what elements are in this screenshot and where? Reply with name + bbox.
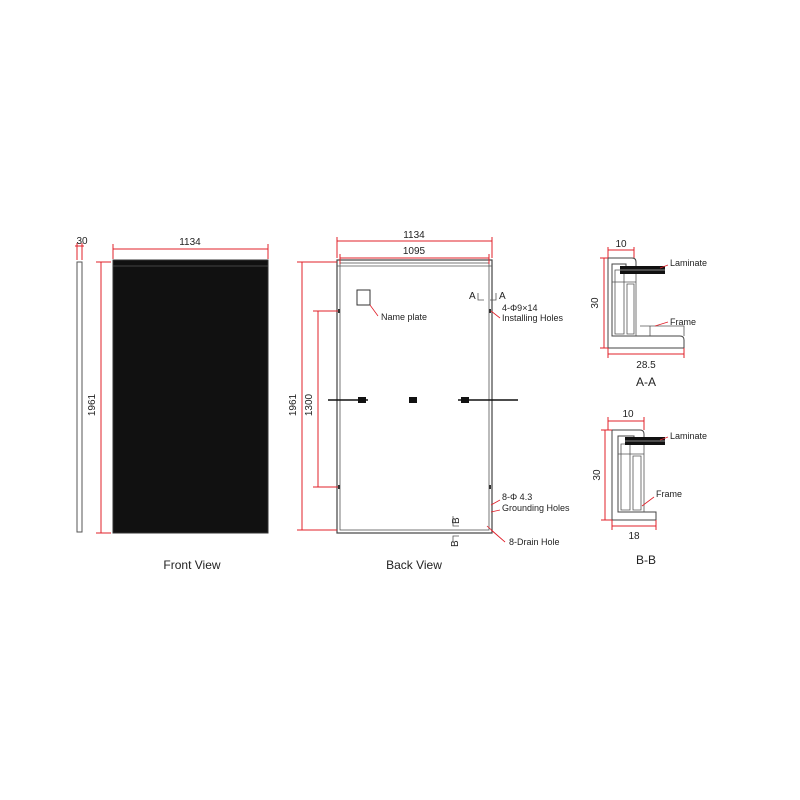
bb-dim-bottom: 18 <box>628 531 640 542</box>
aa-frame-profile <box>607 257 685 349</box>
dim-mount-spacing: 1300 <box>304 393 315 416</box>
front-panel <box>112 259 269 534</box>
aa-label-frame: Frame <box>670 317 696 327</box>
section-mark-a-left: A <box>469 291 476 302</box>
dim-width-inner: 1095 <box>403 246 426 257</box>
label-installing-count: 4-Φ9×14 <box>502 303 537 313</box>
section-bb: 10 30 18 Laminate Frame B-B <box>592 409 707 567</box>
label-installing: Installing Holes <box>502 313 564 323</box>
installing-hole <box>338 309 340 313</box>
nameplate <box>356 289 371 306</box>
aa-dim-bottom: 28.5 <box>636 360 656 371</box>
dim-width: 1134 <box>179 237 201 248</box>
section-mark-b-right: B <box>451 517 462 524</box>
bb-frame-profile <box>611 429 657 521</box>
connector-left <box>358 397 366 403</box>
connector-right <box>461 397 469 403</box>
label-nameplate: Name plate <box>381 312 427 322</box>
bb-label-frame: Frame <box>656 489 682 499</box>
aa-title: A-A <box>636 375 656 389</box>
aa-dim-side: 30 <box>590 297 601 309</box>
installing-hole <box>489 485 491 489</box>
dim-width-outer: 1134 <box>403 230 425 241</box>
label-grounding: Grounding Holes <box>502 503 570 513</box>
bb-label-laminate: Laminate <box>670 431 707 441</box>
installing-hole <box>338 485 340 489</box>
side-profile <box>76 261 83 533</box>
aa-label-laminate: Laminate <box>670 258 707 268</box>
back-view: 1134 1095 1961 1300 Name plate A <box>288 230 570 572</box>
bb-dim-top: 10 <box>622 409 634 420</box>
dim-height: 1961 <box>87 393 98 416</box>
section-mark-a-right: A <box>499 291 506 302</box>
junction-box <box>409 397 417 403</box>
label-drain: 8-Drain Hole <box>509 537 560 547</box>
back-view-caption: Back View <box>386 558 442 572</box>
front-view-caption: Front View <box>163 558 220 572</box>
section-aa: 10 30 28.5 Laminate Frame A-A <box>590 239 707 389</box>
installing-hole <box>489 309 491 313</box>
dim-thickness: 30 <box>76 236 88 247</box>
front-view: 30 1134 1961 Front View <box>75 236 269 572</box>
dim-height: 1961 <box>288 393 299 416</box>
section-mark-b-left: B <box>450 540 461 547</box>
label-grounding-count: 8-Φ 4.3 <box>502 492 532 502</box>
bb-title: B-B <box>636 553 656 567</box>
aa-dim-top: 10 <box>615 239 627 250</box>
bb-dim-side: 30 <box>592 469 603 481</box>
